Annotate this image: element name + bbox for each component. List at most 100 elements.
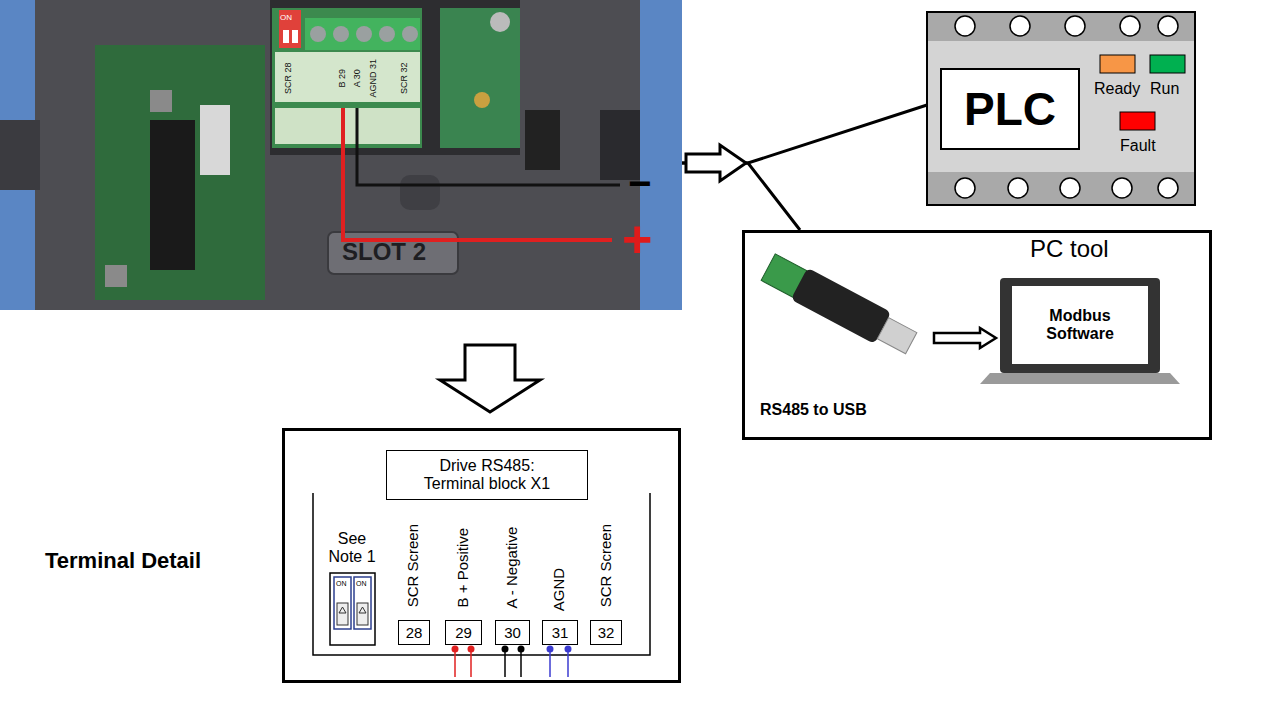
terminal-detail-drawing-part [565,646,572,653]
drive-photo-part [0,0,682,310]
drive-photo-part [35,0,640,310]
device-caption: RS485 to USB [760,401,867,419]
laptop-part [980,373,1180,384]
plc-device: ReadyRunFaultPLC [927,12,1195,205]
drive-photo-part [150,90,172,112]
plc-device-part [927,12,1195,205]
connector [440,345,540,412]
plc-device-part [1060,178,1080,198]
plc-device-part [1065,16,1085,36]
plc-device-part [955,178,975,198]
box-label: Drive RS485: Terminal block X1 [412,457,562,494]
box-label: 32 [598,624,615,641]
drive-photo-part [279,10,301,48]
box-label: 31 [552,624,569,641]
drive-photo-part [283,30,289,43]
hollow-arrow [440,345,540,412]
plc-title-box: PLC [940,68,1080,150]
drive-photo-part [402,26,418,42]
terminal-detail-drawing-part [330,573,375,645]
box-label: 30 [504,624,521,641]
terminal-detail-drawing-part [452,646,459,653]
terminal-detail-drawing-part [549,649,551,677]
terminal-detail-drawing-part [454,649,456,677]
terminal-detail-drawing-part [520,649,522,677]
terminal-detail-drawing-part [282,428,681,683]
drive-photo-part [272,8,422,148]
pc-tool-panel [742,230,1212,440]
note-text: See Note 1 [322,530,382,567]
pin-name: SCR 28 [283,62,293,94]
terminal-detail-drawing-part [502,646,509,653]
detail-heading: Terminal Detail [45,548,201,573]
drive-photo: SLOT 2 [0,0,682,310]
drive-photo-part [0,120,40,190]
terminal-detail-drawing-part [334,577,351,629]
drive-photo-part [95,45,265,300]
signal-name: AGND [550,568,567,611]
terminal-number-box: 30 [495,620,530,645]
terminal-number-box: 29 [445,620,482,645]
drive-photo-part [200,105,230,175]
laptop [980,278,1180,384]
terminal-detail-drawing-part [468,646,475,653]
drive-photo-part [275,108,420,144]
drive-photo-part [400,175,440,210]
terminal-number-box: 32 [590,620,622,645]
drive-photo-part [310,26,326,42]
drive-photo-part [356,26,372,42]
box-label: PLC [964,83,1056,136]
switch-label: ON [280,13,292,22]
terminal-detail-drawing-part [547,646,554,653]
signal-wires-part [343,108,612,240]
plc-device-part [1120,112,1155,130]
terminal-detail-drawing-part [357,603,368,625]
polarity-sign: − [628,160,651,206]
terminal-detail-drawing-part [504,649,506,677]
usb-dongle [760,251,920,359]
pin-name: B 29 [337,69,347,88]
usb-dongle: RS485 to USB [757,238,922,413]
terminal-detail-drawing-part [354,577,371,629]
terminal-number-box: 28 [398,620,430,645]
laptop-part [1012,286,1148,364]
slot-label: SLOT 2 [342,238,426,266]
terminal-number-box: 31 [542,620,578,645]
signal-name: B + Positive [454,528,471,608]
terminal-header-box: Drive RS485: Terminal block X1 [386,450,588,500]
plc-device-part [955,16,975,36]
led-label: Fault [1120,137,1156,155]
plc-device-part [1150,55,1185,73]
plc-device-part [1120,16,1140,36]
pin-name: A 30 [352,69,362,87]
pc-tool-frame: PC toolRS485 to USBModbus Software [742,230,1212,440]
pin-name: AGND 31 [368,59,378,98]
switch-label: ON [336,580,347,588]
drive-photo-part [270,0,520,155]
plc-device-part [1158,16,1178,36]
drive-photo-part [292,30,298,43]
drive-photo-part [333,26,349,42]
plc-device [927,12,1195,205]
drive-photo-part [275,52,420,102]
plc-device-part [928,13,1194,41]
drive-photo-part [150,120,195,270]
signal-name: A - Negative [503,527,520,609]
drive-photo-part [305,18,420,50]
laptop-part [1000,278,1160,373]
drive-photo-part [490,12,510,32]
connector [934,328,996,348]
box-label: 28 [406,624,423,641]
terminal-detail-drawing-part [567,649,569,677]
drive-photo-part [105,265,127,287]
drive-photo-part [525,110,560,170]
signal-name: SCR Screen [404,524,421,607]
signal-name: SCR Screen [597,524,614,607]
terminal-detail-drawing [282,428,681,683]
pin-name: SCR 32 [399,62,409,94]
box-label: Modbus Software [1025,307,1135,344]
hollow-arrow [686,145,746,181]
panel-heading: PC tool [1030,235,1109,263]
drive-photo-part [440,8,520,148]
